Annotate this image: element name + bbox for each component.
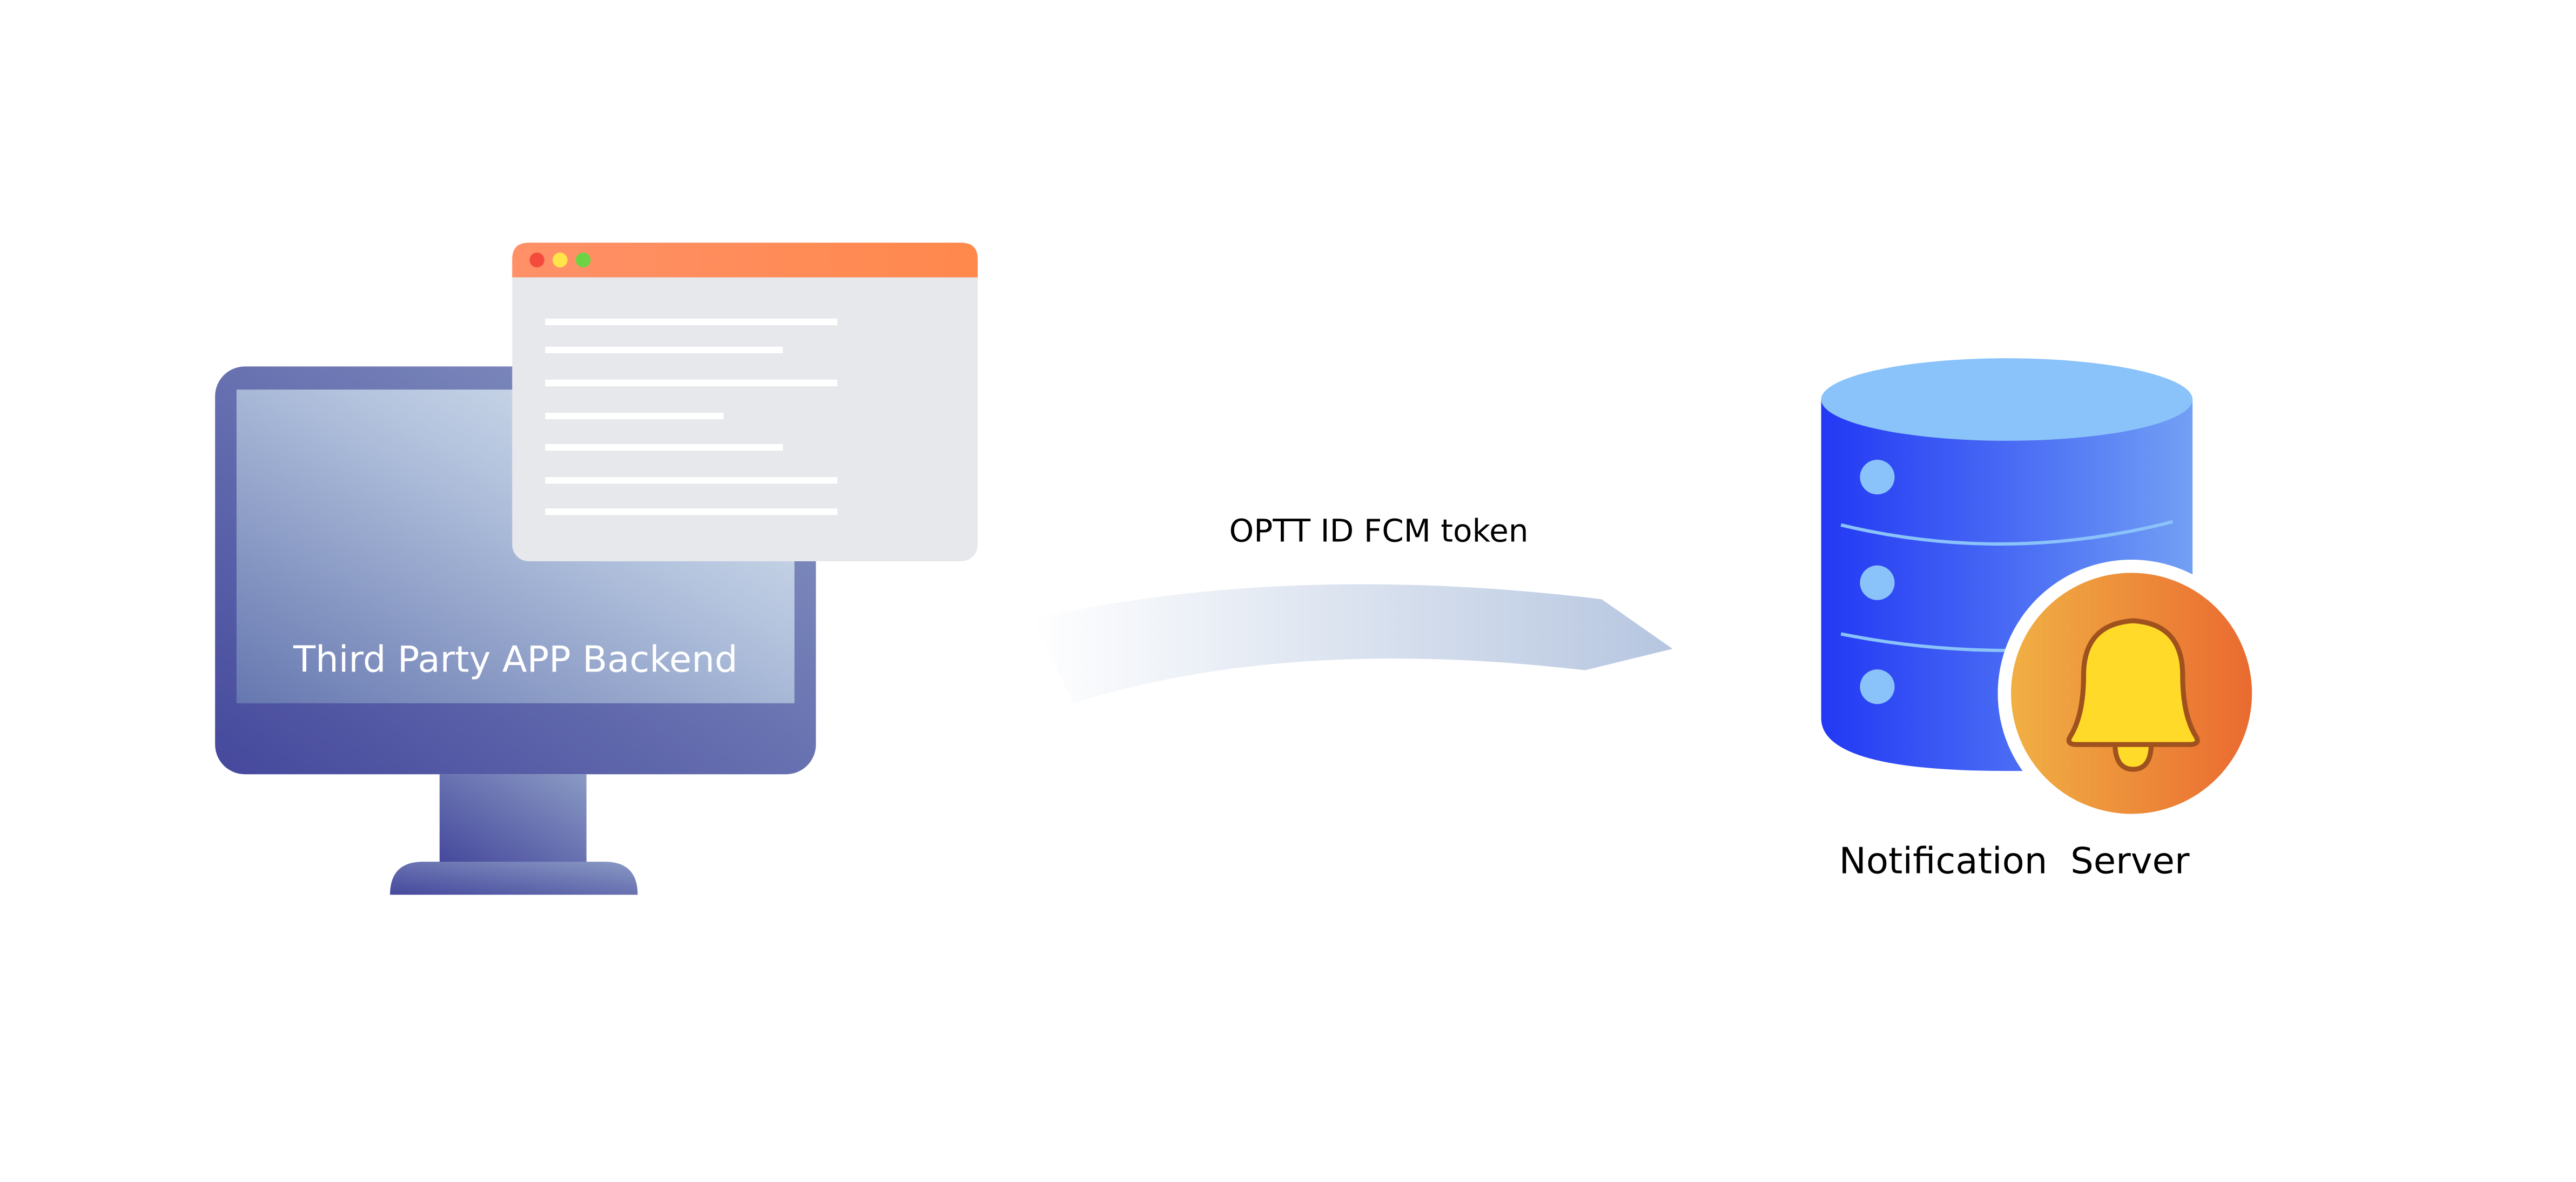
window-close-dot	[529, 252, 544, 268]
backend-label: Third Party APP Backend	[293, 639, 738, 681]
app-window-icon	[512, 243, 978, 561]
window-maximize-dot	[575, 252, 591, 268]
window-minimize-dot	[553, 252, 568, 268]
flow-arrow: OPTT ID FCM token	[1032, 512, 1673, 703]
window-text-lines	[545, 318, 838, 515]
flow-label: OPTT ID FCM token	[1229, 512, 1529, 549]
bell-icon	[2066, 618, 2200, 772]
window-header	[512, 243, 978, 278]
monitor-neck	[439, 774, 587, 864]
server-label: Notification Server	[1839, 840, 2190, 882]
monitor-base	[390, 862, 638, 895]
bell-badge	[1997, 559, 2265, 827]
